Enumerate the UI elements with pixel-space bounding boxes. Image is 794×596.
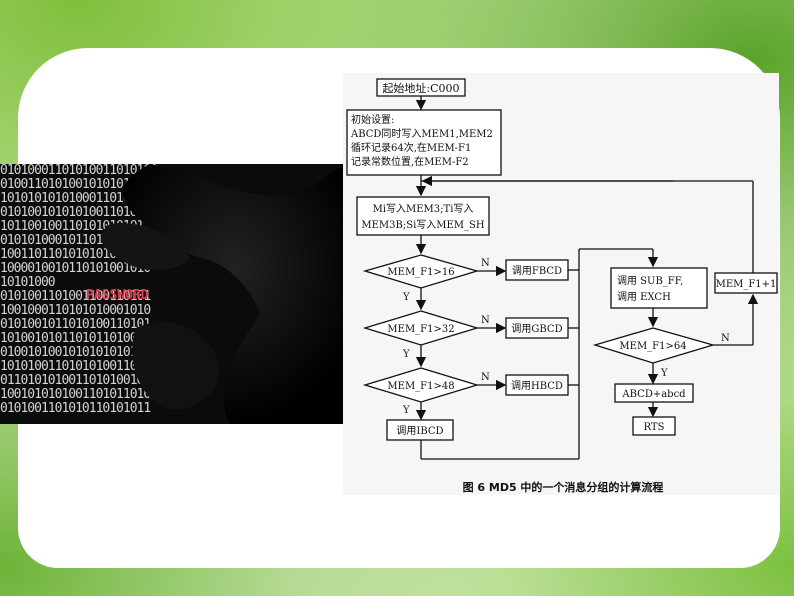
y-label-2: Y: [402, 349, 410, 360]
decision-32-label: MEM_F1>32: [387, 324, 454, 335]
write-line-1: Mi写入MEM3;Ti写入: [373, 203, 474, 215]
add-box: [614, 383, 694, 403]
start-label: 起始地址:C000: [382, 81, 459, 95]
init-line-2: ABCD同时写入MEM1,MEM2: [350, 128, 493, 140]
password-word: PASSWORD: [86, 288, 149, 303]
call-sub-line-1: 调用 SUB_FF,: [617, 275, 683, 287]
y-label-4: Y: [660, 368, 668, 379]
call-sub-line-2: 调用 EXCH: [617, 291, 671, 303]
init-box: [346, 109, 502, 176]
n-label-4: N: [721, 333, 730, 344]
md5-flowchart: 起始地址:C000 初始设置: ABCD同时写入MEM1,MEM2 循环记录64…: [343, 73, 779, 495]
call-fbcd-label: 调用FBCD: [512, 265, 562, 277]
call-ibcd-box: [386, 419, 454, 441]
call-sub-box: [610, 267, 708, 309]
n-label-3: N: [481, 372, 490, 383]
y-label-3: Y: [402, 405, 410, 416]
init-line-4: 记录常数位置,在MEM-F2: [351, 155, 469, 168]
decision-64-label: MEM_F1>64: [619, 341, 686, 352]
init-line-1: 初始设置:: [351, 113, 394, 126]
decision-16-label: MEM_F1>16: [387, 267, 454, 278]
decision-48-label: MEM_F1>48: [387, 381, 454, 392]
write-box: [356, 196, 490, 236]
write-line-2: MEM3B;Si写入MEM_SH: [361, 219, 485, 231]
password-photo: 01010001101010011010100 0100110101001010…: [0, 164, 345, 424]
rts-label: RTS: [644, 422, 665, 433]
increment-box: [714, 272, 778, 294]
call-hbcd-label: 调用HBCD: [511, 380, 563, 392]
n-label-1: N: [481, 258, 490, 269]
call-ibcd-label: 调用IBCD: [396, 425, 443, 437]
add-label: ABCD+abcd: [621, 389, 686, 400]
init-line-3: 循环记录64次,在MEM-F1: [351, 141, 471, 154]
call-gbcd-label: 调用GBCD: [511, 323, 562, 335]
rts-box: [632, 416, 676, 436]
n-label-2: N: [481, 315, 490, 326]
y-label-1: Y: [402, 292, 410, 303]
figure-caption: 图 6 MD5 中的一个消息分组的计算流程: [463, 480, 664, 494]
binary-digits: 01010001101010011010100 0100110101001010…: [0, 164, 158, 416]
hand-silhouette: [101, 164, 345, 424]
increment-label: MEM_F1+1: [716, 279, 777, 290]
